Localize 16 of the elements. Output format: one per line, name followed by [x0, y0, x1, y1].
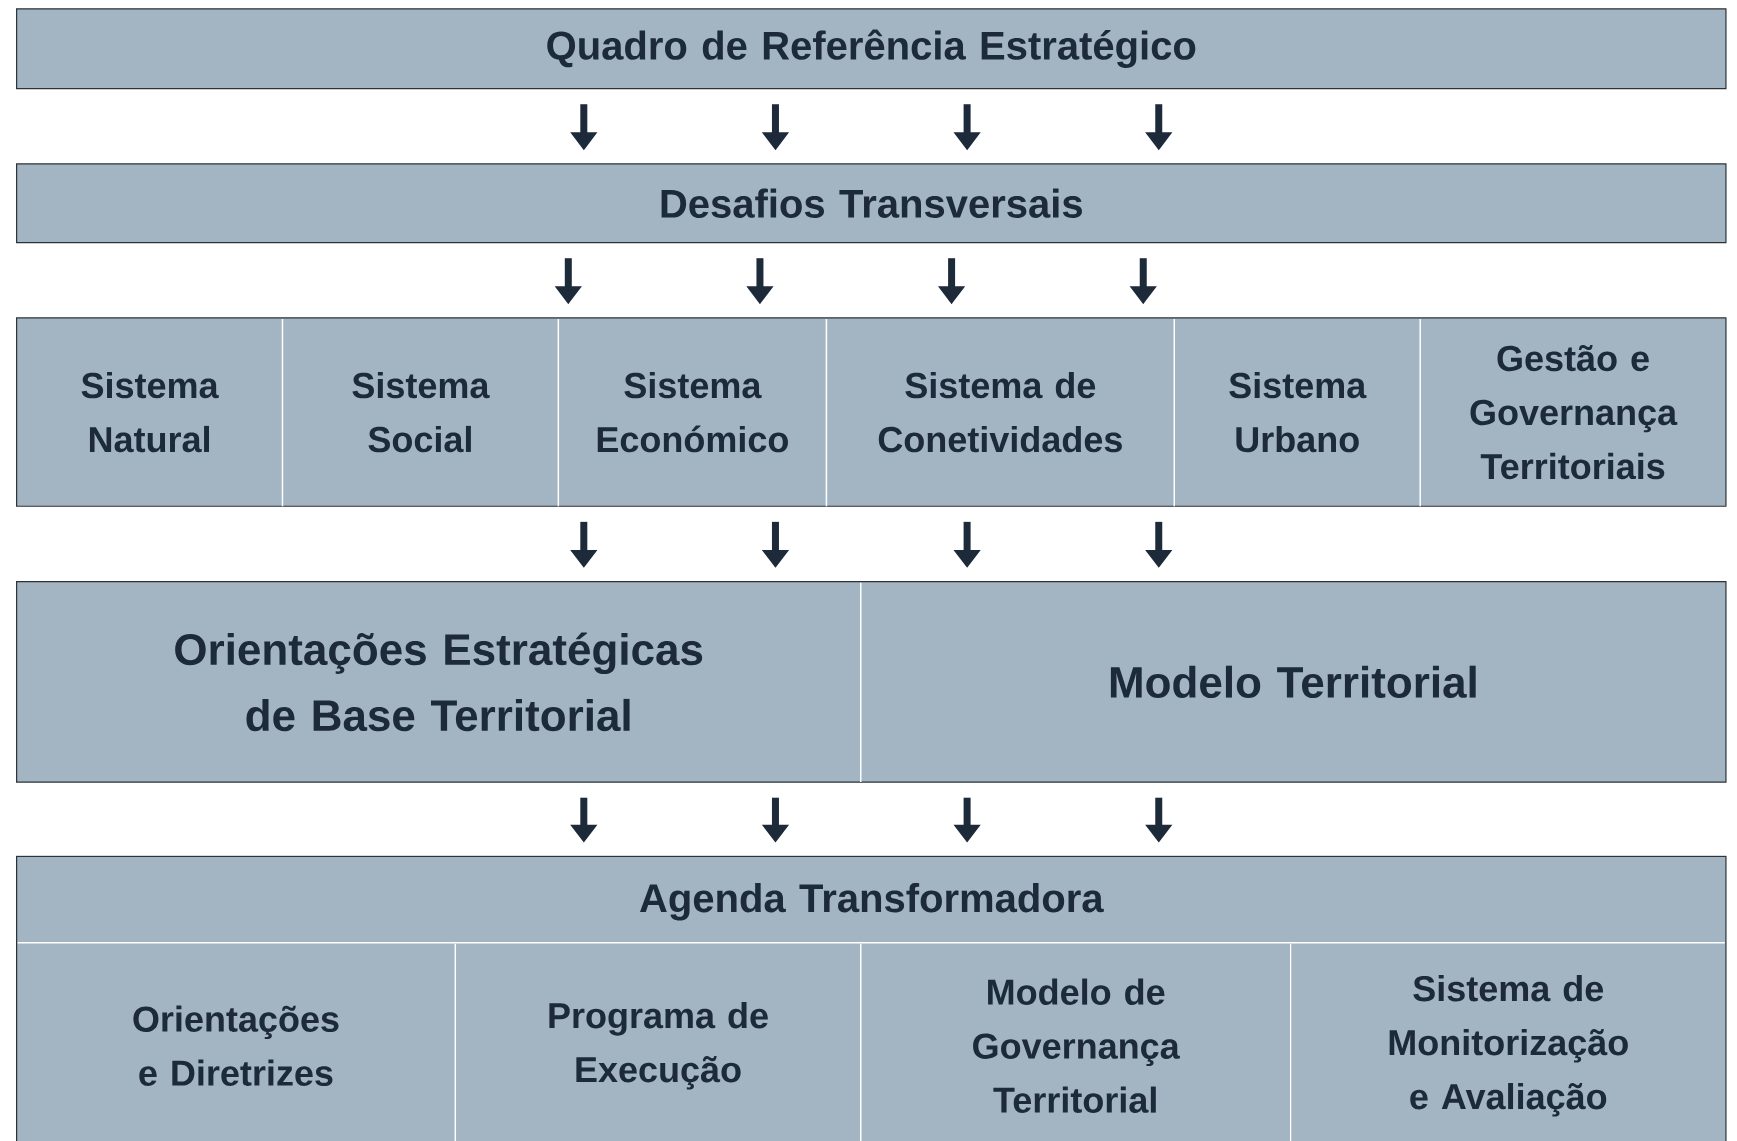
heading-band: Quadro de Referência Estratégico — [16, 8, 1727, 90]
section-label: Modelo de Governança Territorial — [973, 978, 1180, 1113]
section-label: Sistema Urbano — [1229, 371, 1367, 453]
section-label: Sistema Económico — [597, 371, 788, 453]
section-label: Sistema de Conetividades — [878, 371, 1122, 453]
section-label: Orientações e Diretrizes — [133, 1005, 339, 1086]
row-panel — [16, 581, 1727, 783]
section-label: Gestão e Governança Territoriais — [1470, 344, 1678, 480]
section-label: Sistema Natural — [81, 371, 219, 453]
section-label: Modelo Territorial — [1110, 665, 1476, 698]
heading-band: Desafios Transversais — [16, 163, 1727, 244]
section-label: Sistema Social — [352, 371, 490, 453]
section-label: Sistema de Monitorização e Avaliação — [1389, 975, 1628, 1117]
section-label: Orientações Estratégicas de Base Territorial — [175, 632, 703, 732]
row-panel — [16, 317, 1727, 507]
section-label: Programa de Execução — [549, 1002, 768, 1090]
